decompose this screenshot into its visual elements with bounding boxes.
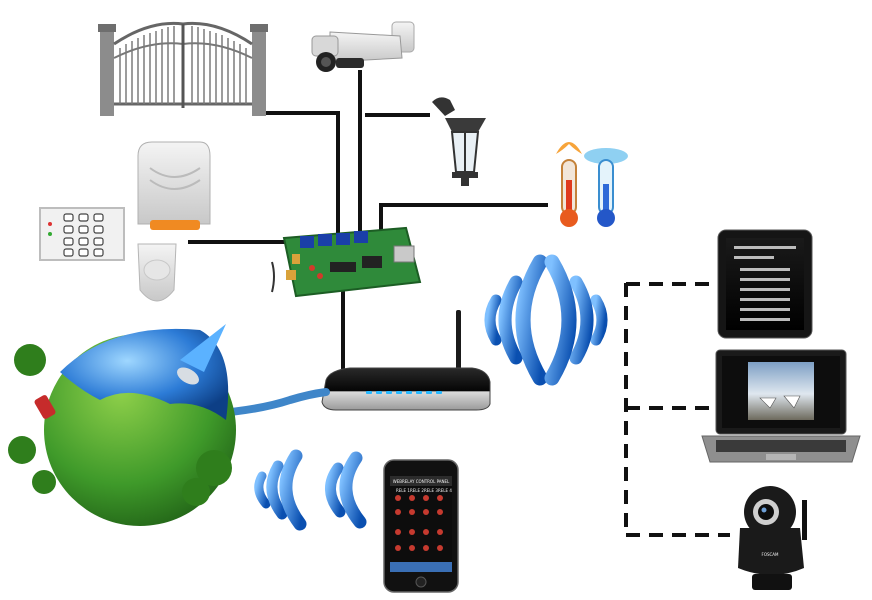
phone-relay-label-1: RELE 1 xyxy=(396,488,410,493)
link-gate xyxy=(265,111,340,240)
globe-icon xyxy=(8,324,236,526)
phone-button-grid xyxy=(395,495,443,551)
ip-camera-brand: FOSCAM xyxy=(762,552,780,557)
laptop-icon xyxy=(701,349,861,463)
phone-relay-label-2: RELE 2 xyxy=(410,488,424,493)
tablet-icon xyxy=(717,229,813,339)
wifi-router-icon xyxy=(321,310,491,411)
pir-sensor-icon xyxy=(137,243,177,302)
wired-connections xyxy=(188,70,548,376)
wifi-waves-router xyxy=(484,254,608,386)
wifi-waves-phone xyxy=(254,449,367,531)
phone-header-text: WEBRELAY CONTROL PANEL xyxy=(393,479,450,484)
link-thermometer xyxy=(379,203,548,232)
trees xyxy=(8,344,232,506)
phone-relay-label-4: RELE 4 xyxy=(438,488,452,493)
keypad-icon xyxy=(39,207,125,261)
wireless-dashed-links xyxy=(624,282,730,537)
smartphone-icon: WEBRELAY CONTROL PANEL RELE 1 RELE 2 REL… xyxy=(383,459,459,593)
ethernet-cable xyxy=(206,388,330,418)
ptz-camera-icon: FOSCAM xyxy=(738,486,807,590)
thermometer-icon xyxy=(556,142,628,227)
circuit-board-icon xyxy=(271,226,422,298)
security-camera-icon xyxy=(311,21,415,72)
outdoor-lamp-icon xyxy=(432,97,486,186)
phone-relay-label-3: RELE 3 xyxy=(424,488,438,493)
gate-icon xyxy=(98,21,268,116)
alarm-siren-icon xyxy=(137,141,211,230)
